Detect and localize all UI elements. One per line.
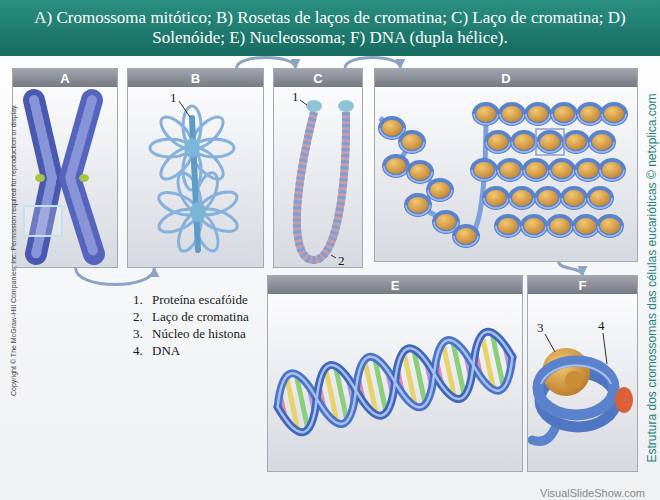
panel-ground <box>12 68 638 472</box>
legend-text: DNA <box>152 343 180 358</box>
side-credit: Estrutura dos cromossomas das células eu… <box>645 94 659 463</box>
panel-letter: D <box>501 71 510 86</box>
flow-arrow <box>237 58 296 69</box>
flow-arrow <box>76 268 155 285</box>
panel-header: B <box>128 69 263 87</box>
callout-number: 1 <box>292 89 299 104</box>
callout-number: 4 <box>598 318 605 333</box>
solenoid <box>380 104 626 246</box>
panel-header: A <box>13 69 117 87</box>
figure-panel: A <box>12 68 118 268</box>
scaffold-protein <box>179 101 206 250</box>
callout-number: 1 <box>170 90 177 105</box>
mitotic-chromosome <box>24 100 94 254</box>
chromatin-loop <box>297 100 354 260</box>
figure-panel: C <box>273 68 363 268</box>
figure-panel: B <box>127 68 264 268</box>
panel-letter: F <box>579 278 587 293</box>
title-text: A) Cromossoma mitótico; B) Rosetas de la… <box>14 8 646 48</box>
watermark: VisualSlideShow.com <box>540 487 645 499</box>
flow-arrow <box>345 58 400 69</box>
chromatin-rosettes <box>150 106 240 254</box>
title-box: A) Cromossoma mitótico; B) Rosetas de la… <box>14 0 646 56</box>
panel-letter: E <box>391 278 400 293</box>
copyright-note: Copyright © The McGraw-Hill Companies, I… <box>10 104 17 396</box>
panel-letter: C <box>313 71 322 86</box>
panel-header: E <box>268 276 522 294</box>
callout-number: 3 <box>537 320 544 335</box>
panel-letter: A <box>60 71 69 86</box>
legend-text: Proteína escafóide <box>152 292 248 307</box>
figure-panel: F <box>527 275 638 472</box>
flow-arrow <box>559 262 583 275</box>
panel-header: C <box>274 69 362 87</box>
legend-text: Laço de cromatina <box>152 309 249 324</box>
panel-letter: B <box>191 71 200 86</box>
legend-number: 1. <box>133 292 143 307</box>
legend-number: 2. <box>133 309 143 324</box>
panel-header: D <box>375 69 637 87</box>
dna-double-helix <box>271 328 518 437</box>
figure-panel: D <box>374 68 638 262</box>
legend-number: 4. <box>133 343 143 358</box>
panel-header: F <box>528 276 637 294</box>
nucleosome <box>532 333 633 441</box>
legend-text: Núcleo de histona <box>152 326 246 341</box>
figure-panel: E <box>267 275 523 472</box>
callout-number: 2 <box>338 253 345 268</box>
legend-number: 3. <box>133 326 143 341</box>
